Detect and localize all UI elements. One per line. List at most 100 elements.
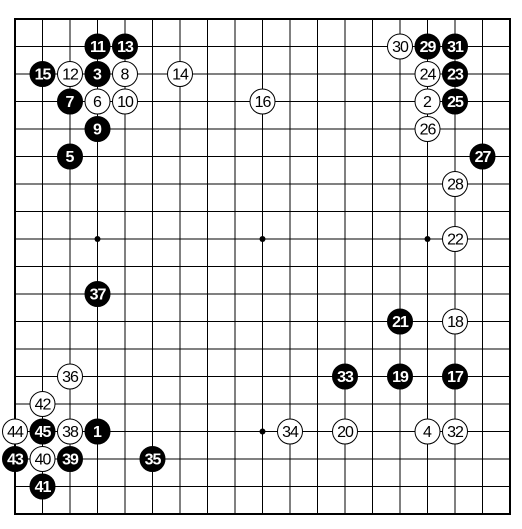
stone-white-2[interactable]: 2 bbox=[414, 88, 441, 115]
stone-black-33[interactable]: 33 bbox=[332, 363, 358, 390]
stone-black-27[interactable]: 27 bbox=[469, 143, 496, 170]
stone-white-18[interactable]: 18 bbox=[442, 308, 468, 335]
move-number: 36 bbox=[62, 369, 79, 386]
move-number: 2 bbox=[423, 94, 432, 111]
stone-disc bbox=[442, 308, 468, 335]
stone-white-38[interactable]: 38 bbox=[57, 418, 83, 445]
stone-white-40[interactable]: 40 bbox=[29, 446, 56, 472]
move-number: 35 bbox=[145, 452, 162, 469]
stone-disc bbox=[469, 143, 496, 170]
stone-disc bbox=[332, 363, 358, 390]
stone-white-8[interactable]: 8 bbox=[112, 61, 138, 87]
stone-black-23[interactable]: 23 bbox=[442, 61, 468, 87]
stone-white-20[interactable]: 20 bbox=[332, 418, 358, 445]
stone-white-6[interactable]: 6 bbox=[84, 88, 111, 115]
move-number: 10 bbox=[117, 94, 134, 111]
move-number: 25 bbox=[447, 94, 464, 111]
stone-black-1[interactable]: 1 bbox=[84, 418, 111, 445]
stone-black-3[interactable]: 3 bbox=[84, 61, 111, 87]
stone-disc bbox=[57, 418, 83, 445]
stone-black-15[interactable]: 15 bbox=[29, 61, 56, 87]
stone-disc bbox=[442, 33, 468, 60]
move-number: 40 bbox=[35, 452, 52, 469]
stone-disc bbox=[84, 281, 111, 307]
star-point bbox=[424, 236, 431, 242]
stone-black-31[interactable]: 31 bbox=[442, 33, 468, 60]
stone-disc bbox=[139, 446, 166, 472]
stone-black-19[interactable]: 19 bbox=[387, 363, 413, 390]
stone-disc bbox=[84, 33, 111, 60]
stone-black-25[interactable]: 25 bbox=[442, 88, 468, 115]
stone-black-13[interactable]: 13 bbox=[112, 33, 138, 60]
stone-disc bbox=[2, 418, 28, 445]
move-number: 16 bbox=[255, 94, 272, 111]
stone-white-32[interactable]: 32 bbox=[442, 418, 468, 445]
move-number: 18 bbox=[447, 314, 464, 331]
stone-white-12[interactable]: 12 bbox=[57, 61, 83, 87]
stone-disc bbox=[29, 391, 56, 417]
stone-white-10[interactable]: 10 bbox=[112, 88, 138, 115]
stone-white-14[interactable]: 14 bbox=[167, 61, 193, 87]
stone-black-9[interactable]: 9 bbox=[84, 116, 111, 142]
stone-black-29[interactable]: 29 bbox=[414, 33, 441, 60]
stone-white-34[interactable]: 34 bbox=[277, 418, 303, 445]
stone-white-16[interactable]: 16 bbox=[249, 88, 276, 115]
move-number: 9 bbox=[93, 122, 102, 139]
stone-white-4[interactable]: 4 bbox=[414, 418, 441, 445]
move-number: 5 bbox=[66, 149, 75, 166]
move-number: 45 bbox=[35, 424, 52, 441]
stone-white-30[interactable]: 30 bbox=[387, 33, 413, 60]
stone-black-45[interactable]: 45 bbox=[29, 418, 56, 445]
stone-disc bbox=[249, 88, 276, 115]
stone-disc bbox=[167, 61, 193, 87]
stone-disc bbox=[387, 308, 413, 335]
stone-black-7[interactable]: 7 bbox=[57, 88, 83, 115]
move-number: 31 bbox=[447, 39, 464, 56]
stone-white-22[interactable]: 22 bbox=[442, 226, 468, 252]
move-number: 6 bbox=[93, 94, 102, 111]
move-number: 17 bbox=[447, 369, 464, 386]
stone-black-5[interactable]: 5 bbox=[57, 143, 83, 170]
stone-disc bbox=[414, 33, 441, 60]
stone-white-26[interactable]: 26 bbox=[414, 116, 441, 142]
stone-black-39[interactable]: 39 bbox=[57, 446, 83, 472]
stone-black-21[interactable]: 21 bbox=[387, 308, 413, 335]
move-number: 22 bbox=[447, 232, 464, 249]
stone-disc bbox=[442, 226, 468, 252]
move-number: 7 bbox=[66, 94, 75, 111]
move-number: 42 bbox=[35, 397, 52, 414]
stone-disc bbox=[84, 116, 111, 142]
stone-disc bbox=[414, 61, 441, 87]
stone-disc bbox=[112, 61, 138, 87]
move-number: 14 bbox=[172, 67, 189, 84]
move-number: 12 bbox=[62, 67, 79, 84]
move-number: 37 bbox=[90, 287, 107, 304]
stone-disc bbox=[442, 363, 468, 390]
stones-layer[interactable]: 1234567891011121314151617181920212223242… bbox=[2, 33, 496, 500]
move-number: 33 bbox=[337, 369, 354, 386]
stone-white-36[interactable]: 36 bbox=[57, 363, 83, 390]
move-number: 39 bbox=[62, 452, 79, 469]
move-number: 21 bbox=[392, 314, 409, 331]
stone-black-11[interactable]: 11 bbox=[84, 33, 111, 60]
stone-black-43[interactable]: 43 bbox=[2, 446, 28, 472]
stone-disc bbox=[442, 88, 468, 115]
stone-black-35[interactable]: 35 bbox=[139, 446, 166, 472]
stone-disc bbox=[29, 473, 56, 500]
stone-disc bbox=[57, 61, 83, 87]
move-number: 19 bbox=[392, 369, 409, 386]
stone-black-37[interactable]: 37 bbox=[84, 281, 111, 307]
stone-disc bbox=[112, 88, 138, 115]
move-number: 41 bbox=[35, 479, 52, 496]
move-number: 1 bbox=[93, 424, 102, 441]
stone-black-41[interactable]: 41 bbox=[29, 473, 56, 500]
stone-black-17[interactable]: 17 bbox=[442, 363, 468, 390]
stone-white-44[interactable]: 44 bbox=[2, 418, 28, 445]
stone-disc bbox=[414, 88, 441, 115]
star-point bbox=[259, 236, 266, 242]
move-number: 26 bbox=[420, 122, 437, 139]
stone-white-24[interactable]: 24 bbox=[414, 61, 441, 87]
stone-white-28[interactable]: 28 bbox=[442, 171, 468, 197]
stone-white-42[interactable]: 42 bbox=[29, 391, 56, 417]
